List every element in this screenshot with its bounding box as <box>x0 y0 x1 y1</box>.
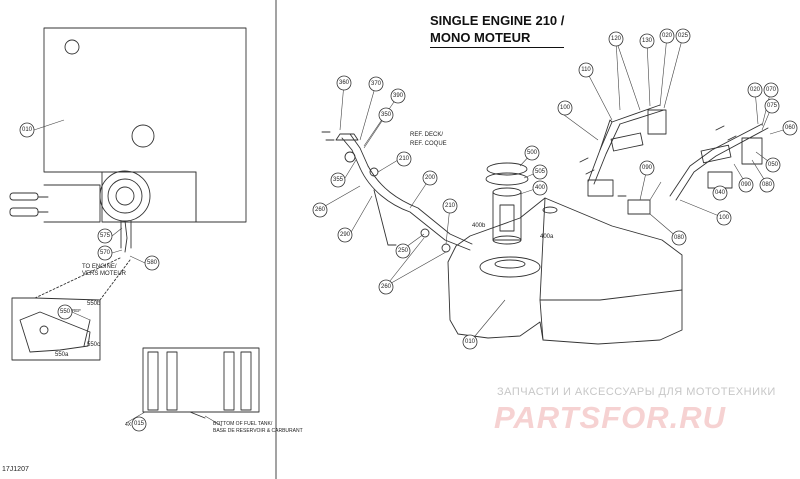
callout-100-a: 100 <box>560 105 571 111</box>
callout-050: 050 <box>768 162 779 168</box>
ref-deck-label-1: REF. DECK/ <box>410 132 443 138</box>
callout-130: 130 <box>642 38 653 44</box>
tank-bottom-panel <box>142 347 260 413</box>
watermark-text: ЗАПЧАСТИ И АКСЕССУАРЫ ДЛЯ МОТОТЕХНИКИ <box>497 386 776 398</box>
callout-400b: 400b <box>472 223 486 229</box>
diagram-title: SINGLE ENGINE 210 / MONO MOTEUR <box>430 12 565 48</box>
inset-box <box>11 297 101 361</box>
callout-010-left: 010 <box>22 127 33 133</box>
tank-hole-top <box>64 39 80 55</box>
callout-010-right: 010 <box>465 339 476 345</box>
pump-lock-ring <box>486 162 528 176</box>
callout-550b: 550b <box>87 301 101 307</box>
ref-deck-label-2: REF. COQUE <box>410 141 447 147</box>
callout-550: 550 <box>60 309 71 315</box>
bottom-label-1: BOTTOM OF FUEL TANK/ <box>213 421 273 427</box>
callout-060: 060 <box>785 125 796 131</box>
callout-080-b: 080 <box>674 235 685 241</box>
callout-090-a: 090 <box>741 182 752 188</box>
callout-250: 250 <box>398 248 409 254</box>
callout-505: 505 <box>535 169 546 175</box>
callout-210-b: 210 <box>445 203 456 209</box>
callout-020-a: 020 <box>662 33 673 39</box>
callout-290: 290 <box>340 232 351 238</box>
callout-355: 355 <box>333 177 344 183</box>
callout-575: 575 <box>100 233 111 239</box>
callout-200: 200 <box>425 175 436 181</box>
pump-module-ring <box>99 170 151 222</box>
callout-390: 390 <box>393 93 404 99</box>
callout-360: 360 <box>339 80 350 86</box>
tank-hole-mid <box>131 124 155 148</box>
qty-4x-label: 4X <box>125 422 132 428</box>
ref-small-label: REF <box>72 308 81 313</box>
callout-110: 110 <box>581 67 591 73</box>
callout-400a: 400a <box>540 234 554 240</box>
callout-260-a: 260 <box>315 207 326 213</box>
callout-260-b: 260 <box>381 284 392 290</box>
callout-040: 040 <box>715 190 726 196</box>
callout-080-a: 080 <box>762 182 773 188</box>
callout-370: 370 <box>371 81 382 87</box>
callout-500: 500 <box>527 150 538 156</box>
to-engine-label-2: VERS MOTEUR <box>82 271 127 277</box>
callout-070: 070 <box>766 87 777 93</box>
callout-075: 075 <box>767 103 778 109</box>
watermark-logo: PARTSFOR.RU <box>494 400 727 435</box>
title-line-2: MONO MOTEUR <box>430 29 565 48</box>
callout-580: 580 <box>147 260 158 266</box>
bottom-label-2: BASE DE RESERVOIR & CARBURANT <box>213 428 303 434</box>
to-engine-label-1: TO ENGINE/ <box>82 264 117 270</box>
callout-100-b: 100 <box>719 215 730 221</box>
callout-020-b: 020 <box>750 87 761 93</box>
callout-350: 350 <box>381 112 392 118</box>
bracket-rail-left <box>587 121 613 183</box>
callout-550a: 550a <box>55 352 69 358</box>
fuel-tank-right <box>447 197 683 345</box>
fuel-line <box>359 167 471 251</box>
callouts: 010 575 570 580 550 360 370 390 350 355 … <box>19 28 798 432</box>
callout-570: 570 <box>100 250 111 256</box>
callout-015: 015 <box>134 421 145 427</box>
callout-400: 400 <box>535 185 546 191</box>
callout-090-b: 090 <box>642 165 653 171</box>
callout-025: 025 <box>678 33 689 39</box>
callout-550c: 550c <box>87 342 100 348</box>
callout-120: 120 <box>611 36 622 42</box>
title-line-1: SINGLE ENGINE 210 / <box>430 13 565 28</box>
callout-210-a: 210 <box>399 156 410 162</box>
bracket-rail-right <box>669 123 763 197</box>
diagram-code: 17J1207 <box>2 466 29 473</box>
